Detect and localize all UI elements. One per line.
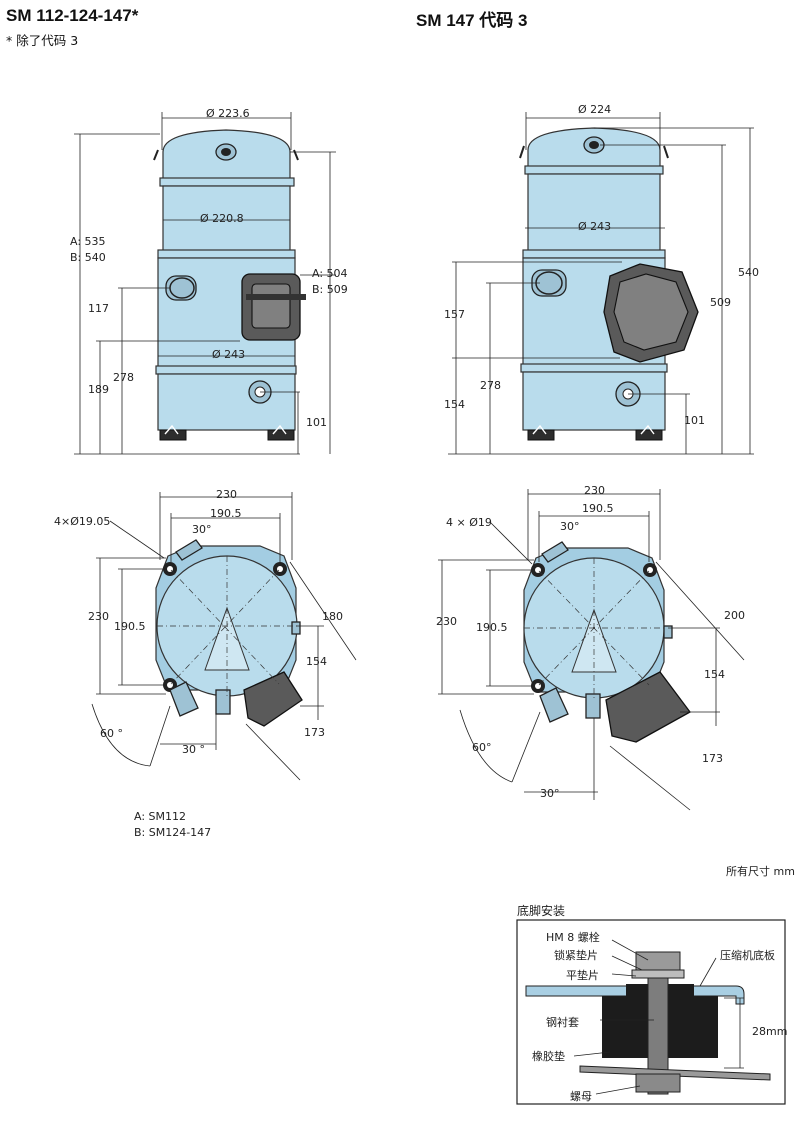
dim-189: 189 — [88, 383, 109, 396]
angle-30-top-r: 30° — [560, 520, 580, 533]
dim-1905-h: 190.5 — [114, 620, 146, 633]
dim-509-r: 509 — [710, 296, 731, 309]
right-top-view — [438, 489, 745, 811]
angle-30-bot-r: 30° — [540, 787, 560, 800]
right-side-view — [448, 112, 754, 455]
dim-278-r: 278 — [480, 379, 501, 392]
units-note: 所有尺寸 mm — [726, 865, 795, 878]
label-height: 28mm — [752, 1025, 788, 1038]
dim-1905-w: 190.5 — [210, 507, 242, 520]
height-a-label: A: 535 — [70, 235, 106, 248]
angle-60: 60 ° — [100, 727, 123, 740]
dim-173: 173 — [304, 726, 325, 739]
angle-30-top: 30° — [192, 523, 212, 536]
holes-label: 4×Ø19.05 — [54, 515, 111, 528]
dim-200-r: 200 — [724, 609, 745, 622]
dim-154-r2: 154 — [704, 668, 725, 681]
dim-101: 101 — [306, 416, 327, 429]
label-rubber-pad: 橡胶垫 — [532, 1050, 565, 1063]
dia-low-label: Ø 243 — [212, 348, 246, 361]
dim-154-r: 154 — [444, 398, 465, 411]
dia-top-label-r: Ø 224 — [578, 103, 612, 116]
dim-540-r: 540 — [738, 266, 759, 279]
dim-230-w: 230 — [216, 488, 237, 501]
left-side-view — [74, 112, 336, 455]
left-title: SM 112-124-147* — [6, 6, 139, 25]
dim-230-h: 230 — [88, 610, 109, 623]
suction-a-label: A: 504 — [312, 267, 348, 280]
label-lock-washer: 锁紧垫片 — [554, 949, 598, 962]
foot-mount-title: 底脚安装 — [517, 904, 566, 918]
dim-101-r: 101 — [684, 414, 705, 427]
dim-1905-w-r: 190.5 — [582, 502, 614, 515]
foot-mount-detail — [516, 919, 786, 1105]
left-top-view — [91, 492, 357, 781]
label-nut: 螺母 — [570, 1090, 592, 1103]
angle-60-r: 60° — [472, 741, 492, 754]
label-bolt: HM 8 螺栓 — [546, 931, 600, 944]
dia-top-label: Ø 223.6 — [206, 107, 250, 120]
legend-b: B: SM124-147 — [134, 826, 212, 839]
dia-mid-label-r: Ø 243 — [578, 220, 612, 233]
label-flat-washer: 平垫片 — [566, 969, 599, 982]
angle-30-bot: 30 ° — [182, 743, 205, 756]
height-b-label: B: 540 — [70, 251, 106, 264]
dim-180: 180 — [322, 610, 343, 623]
holes-label-r: 4 × Ø19 — [446, 516, 492, 529]
dim-157-r: 157 — [444, 308, 465, 321]
label-steel-sleeve: 钢衬套 — [546, 1016, 579, 1029]
dim-154: 154 — [306, 655, 327, 668]
dim-230-w-r: 230 — [584, 484, 605, 497]
dim-1905-h-r: 190.5 — [476, 621, 508, 634]
suction-b-label: B: 509 — [312, 283, 348, 296]
right-title: SM 147 代码 3 — [416, 11, 528, 30]
dim-230-h-r: 230 — [436, 615, 457, 628]
left-subtitle: * 除了代码 3 — [6, 33, 79, 48]
dim-173-r: 173 — [702, 752, 723, 765]
dim-117: 117 — [88, 302, 109, 315]
label-base-plate: 压缩机底板 — [720, 949, 775, 962]
dim-278: 278 — [113, 371, 134, 384]
dia-mid-label: Ø 220.8 — [200, 212, 244, 225]
legend-a: A: SM112 — [134, 810, 187, 823]
